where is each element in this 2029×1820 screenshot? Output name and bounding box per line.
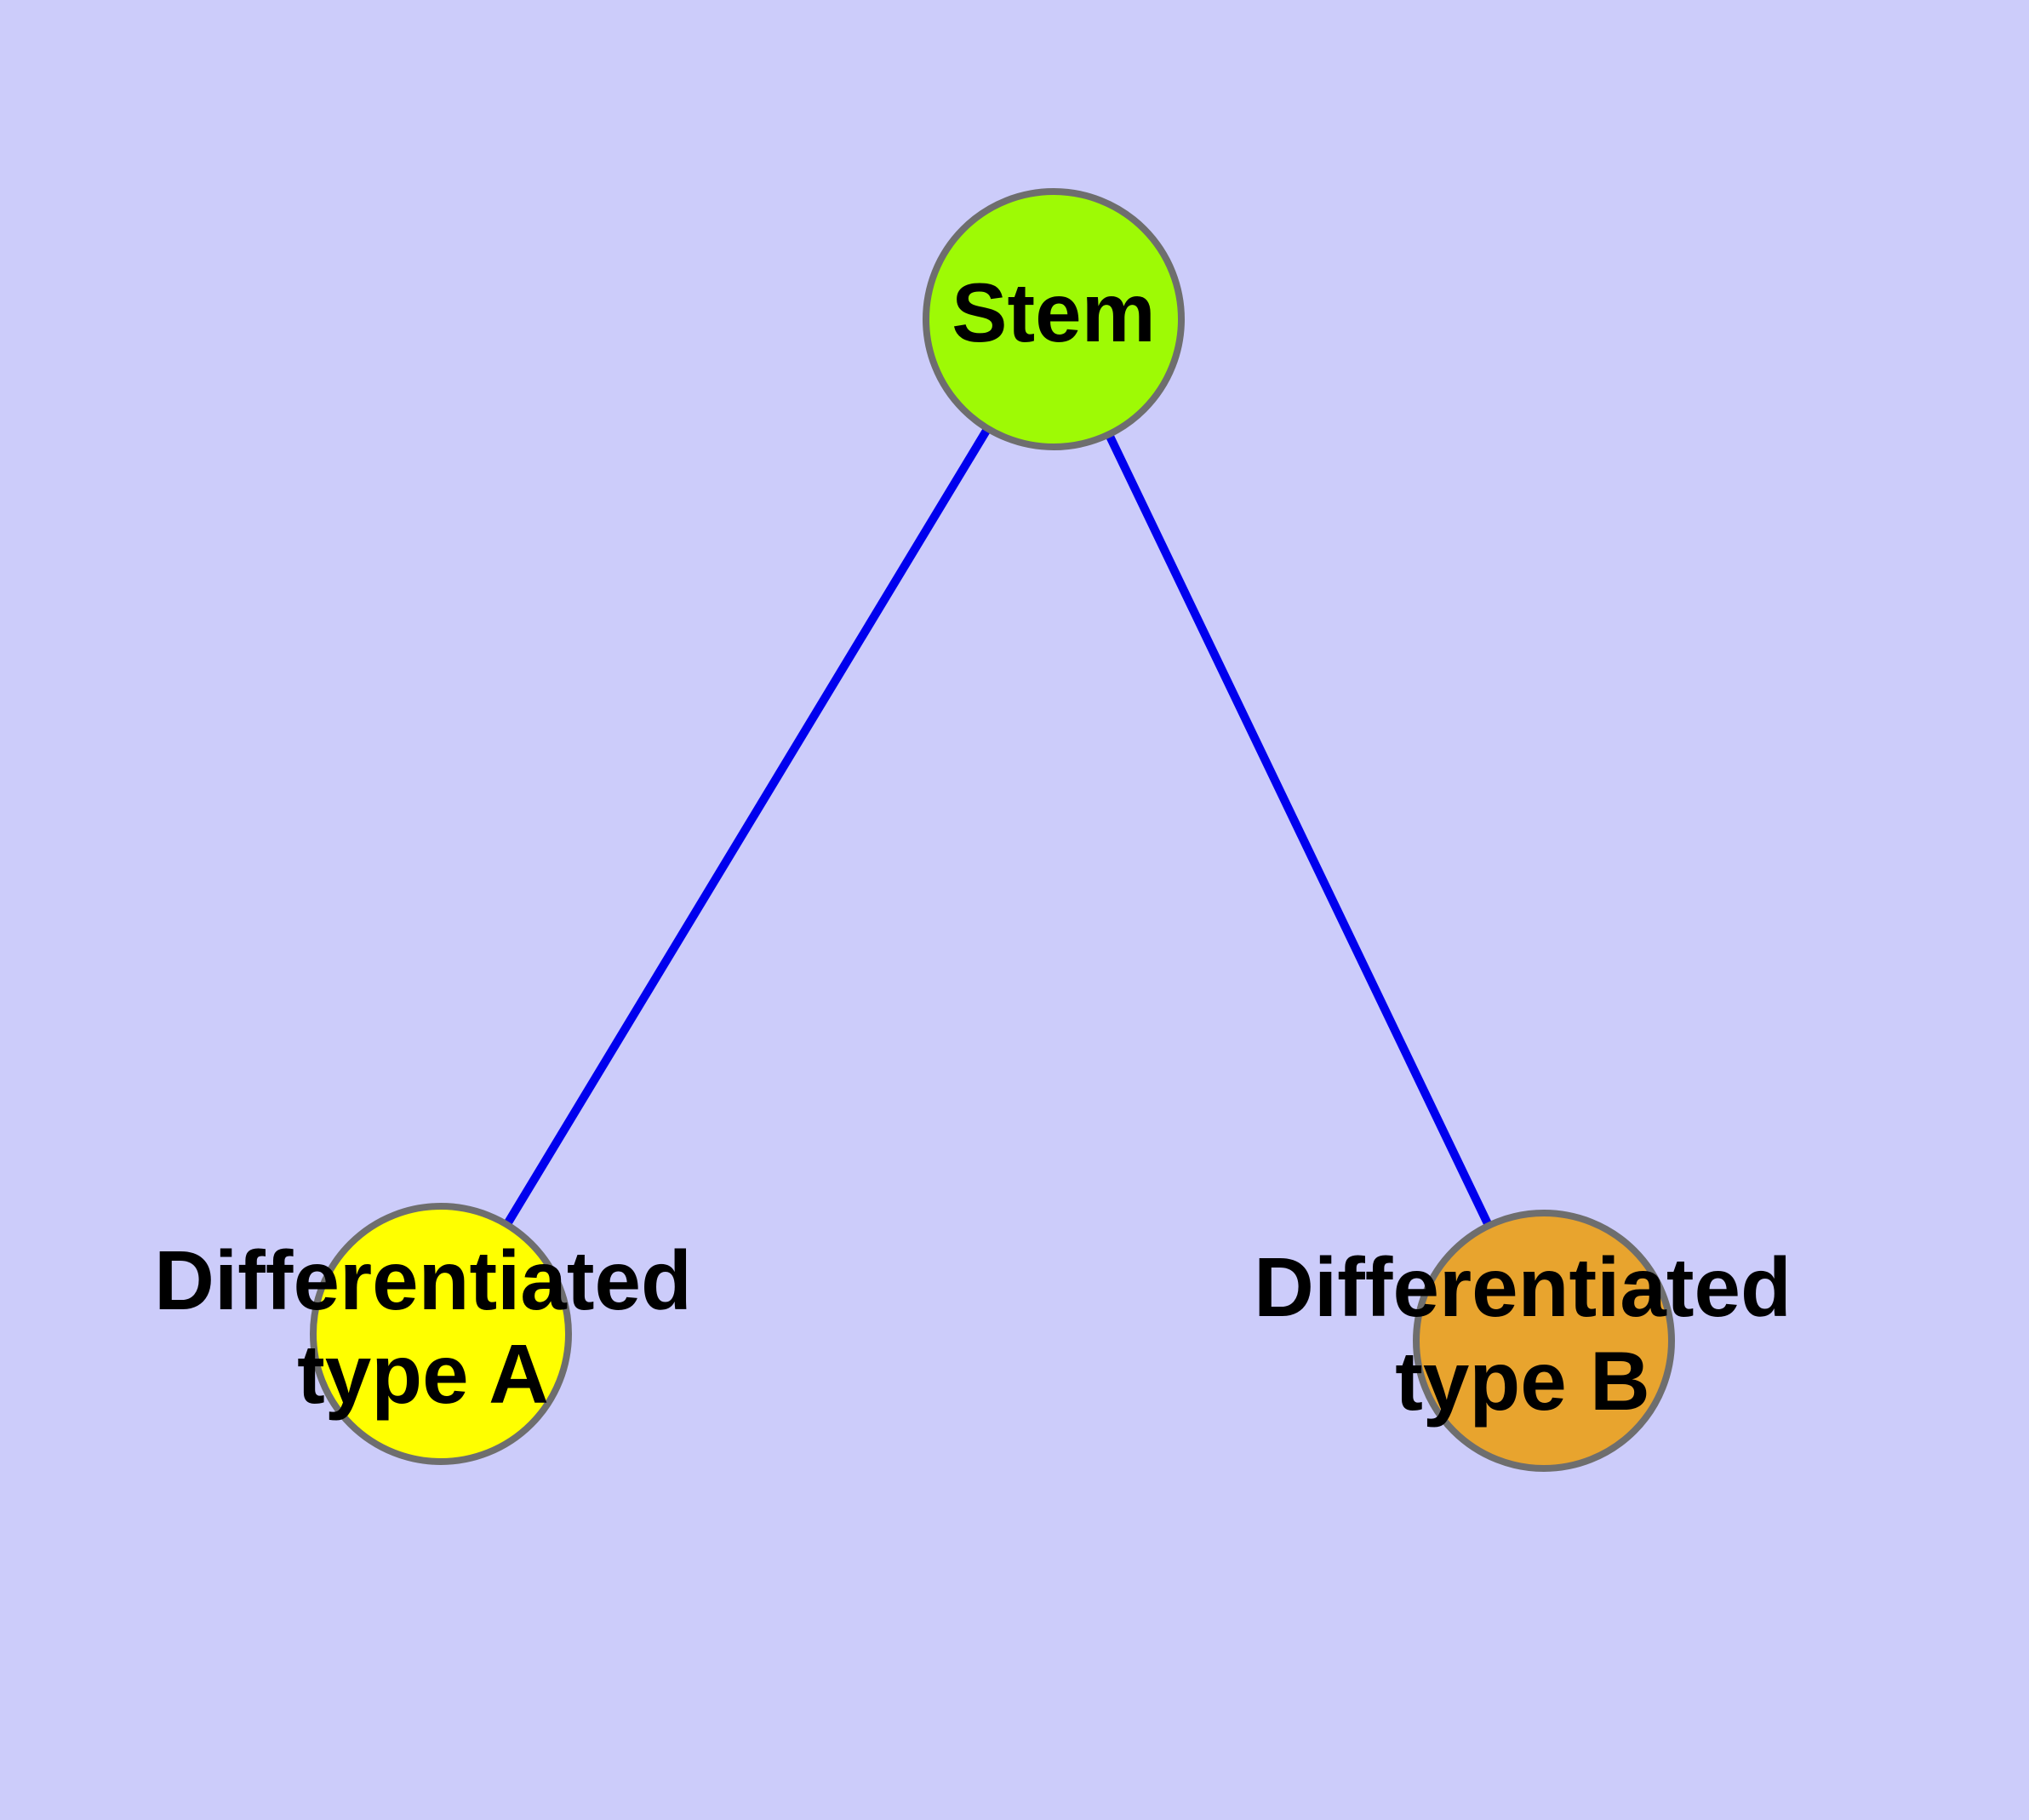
node-differentiated-type-b-circle[interactable] — [1413, 1210, 1675, 1472]
edge-layer — [437, 317, 1548, 1343]
node-label-line: type B — [1395, 1334, 1650, 1428]
node-label-line: Stem — [952, 266, 1156, 359]
node-stem-label: Stem — [952, 266, 1156, 359]
node-label-line: Differentiated — [1254, 1240, 1792, 1334]
node-stem-circle[interactable] — [923, 188, 1185, 450]
node-label-line: Differentiated — [154, 1233, 692, 1327]
edge-stem-to-diff-b[interactable] — [1049, 317, 1548, 1343]
node-stem[interactable]: Stem — [923, 188, 1185, 450]
edge-stem-to-diff-a[interactable] — [437, 317, 1058, 1336]
node-differentiated-type-a-circle[interactable] — [310, 1203, 572, 1465]
node-label-line: type A — [297, 1327, 549, 1421]
